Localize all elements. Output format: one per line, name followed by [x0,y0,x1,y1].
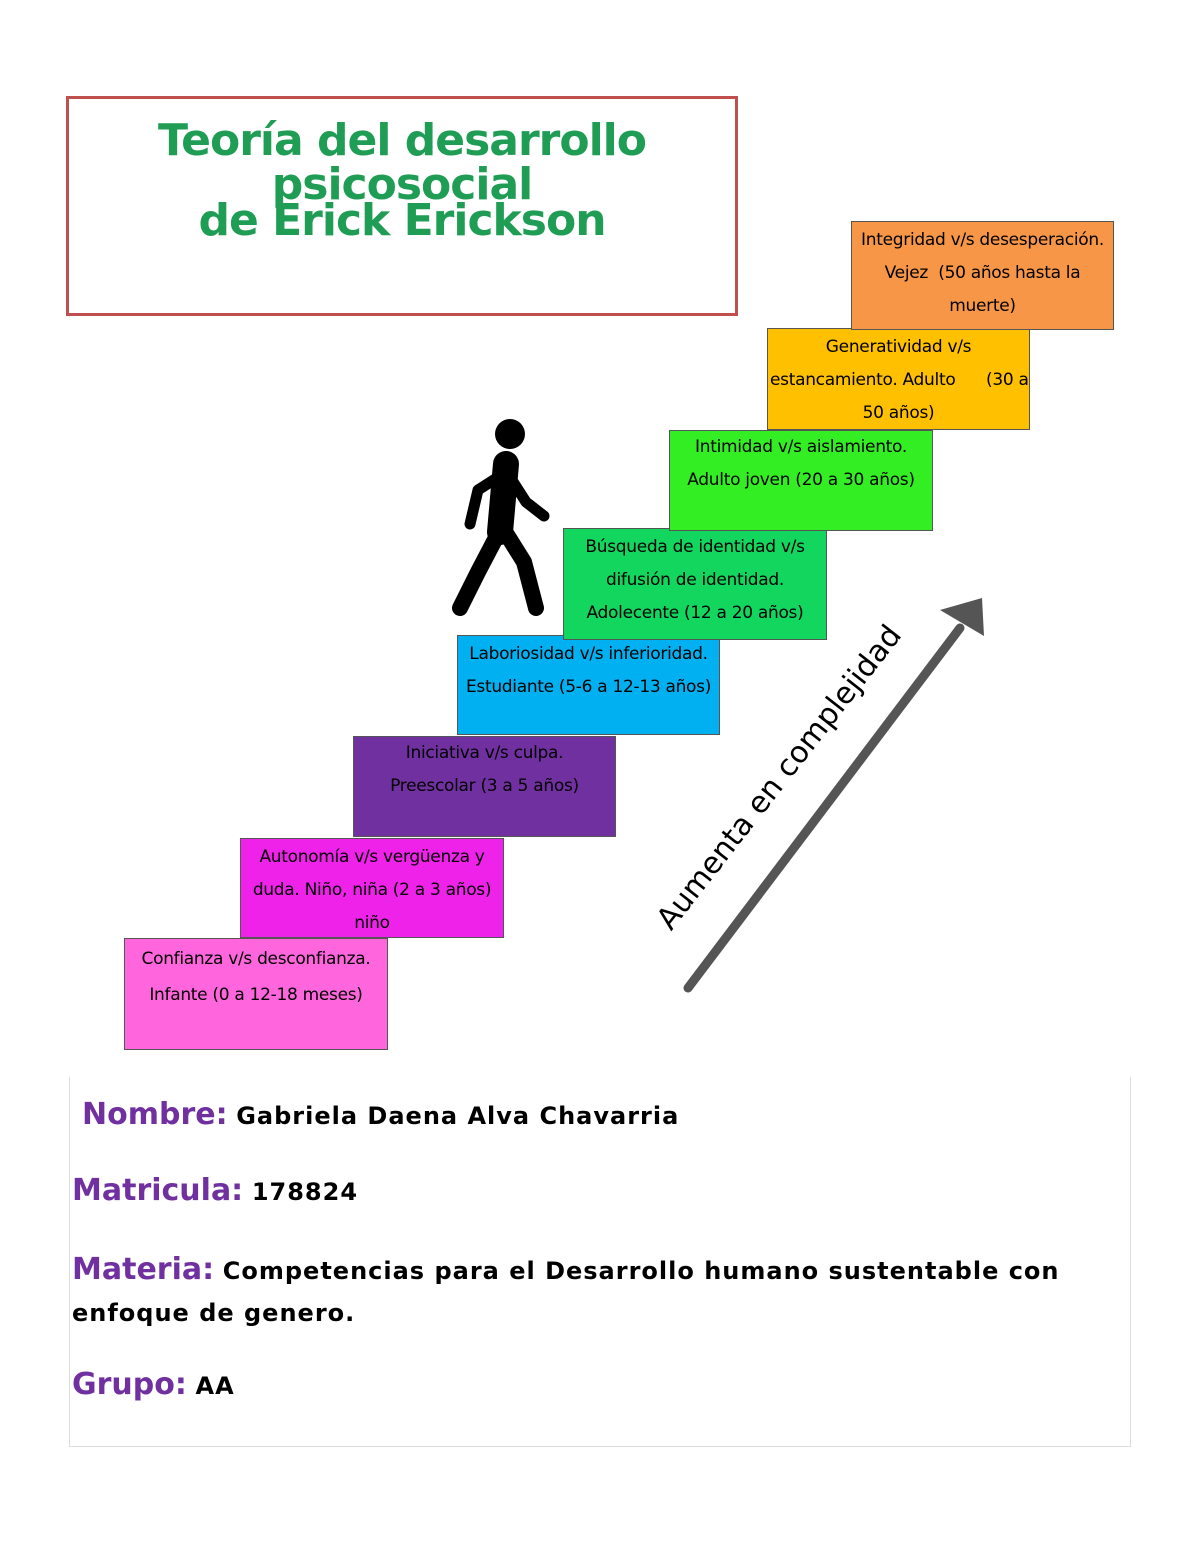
arrow-up-right-icon [683,598,984,993]
step-identidad-line1: Búsqueda de identidad v/s [585,537,805,557]
step-identidad: Búsqueda de identidad v/s difusión de id… [563,528,827,640]
step-autonomia-line1: Autonomía v/s vergüenza y [259,847,485,867]
step-integridad: Integridad v/s desesperación. Vejez (50 … [851,221,1114,330]
step-identidad-line2: difusión de identidad. [605,570,785,590]
step-integridad-line1: Integridad v/s desesperación. [861,230,1104,250]
step-confianza: Confianza v/s desconfianza. Infante (0 a… [124,938,388,1050]
step-iniciativa-line2: Preescolar (3 a 5 años) [390,776,579,796]
step-intimidad-line2: Adulto joven (20 a 30 años) [687,470,915,490]
step-autonomia-line3: niño [354,913,390,933]
step-confianza-line2: Infante (0 a 12-18 meses) [149,985,363,1005]
nombre-label: Nombre: [82,1097,228,1132]
materia-value: Competencias para el Desarrollo humano s… [72,1257,1060,1327]
step-integridad-line2: Vejez (50 años hasta la [884,263,1081,283]
step-iniciativa-line1: Iniciativa v/s culpa. [405,743,564,763]
step-laboriosidad-line1: Laboriosidad v/s inferioridad. [469,644,708,664]
step-autonomia-line2: duda. Niño, niña (2 a 3 años) [252,880,492,900]
title-box: Teoría del desarrollo psicosocial de Eri… [66,96,738,316]
matricula-label: Matricula: [72,1173,244,1208]
materia-row: Materia: Competencias para el Desarrollo… [72,1249,1132,1334]
matricula-row: Matricula: 178824 [72,1173,358,1208]
step-generatividad: Generatividad v/s estancamiento. Adulto … [767,328,1030,430]
nombre-value: Gabriela Daena Alva Chavarria [236,1102,680,1130]
grupo-value: AA [195,1372,235,1400]
step-intimidad-line1: Intimidad v/s aislamiento. [695,437,907,457]
grupo-label: Grupo: [72,1367,187,1402]
walking-person-icon [452,419,550,616]
step-generatividad-line3: 50 años) [862,403,935,423]
nombre-row: Nombre: Gabriela Daena Alva Chavarria [82,1097,679,1132]
materia-label: Materia: [72,1252,215,1287]
step-generatividad-line1: Generatividad v/s [825,337,972,357]
student-info: Nombre: Gabriela Daena Alva Chavarria Ma… [69,1077,1131,1447]
step-generatividad-line2: estancamiento. Adulto (30 a [770,370,1029,390]
step-laboriosidad: Laboriosidad v/s inferioridad. Estudiant… [457,635,720,735]
step-laboriosidad-line2: Estudiante (5-6 a 12-13 años) [465,677,712,697]
step-identidad-line3: Adolecente (12 a 20 años) [586,603,804,623]
step-iniciativa: Iniciativa v/s culpa. Preescolar (3 a 5 … [353,736,616,837]
matricula-value: 178824 [251,1178,359,1206]
step-autonomia: Autonomía v/s vergüenza y duda. Niño, ni… [240,838,504,938]
step-intimidad: Intimidad v/s aislamiento. Adulto joven … [669,430,933,531]
title-line-1: Teoría del desarrollo psicosocial [157,115,647,210]
step-confianza-line1: Confianza v/s desconfianza. [141,949,371,969]
grupo-row: Grupo: AA [72,1367,235,1402]
title-line-2: de Erick Erickson [198,195,606,246]
step-integridad-line3: muerte) [949,296,1016,316]
